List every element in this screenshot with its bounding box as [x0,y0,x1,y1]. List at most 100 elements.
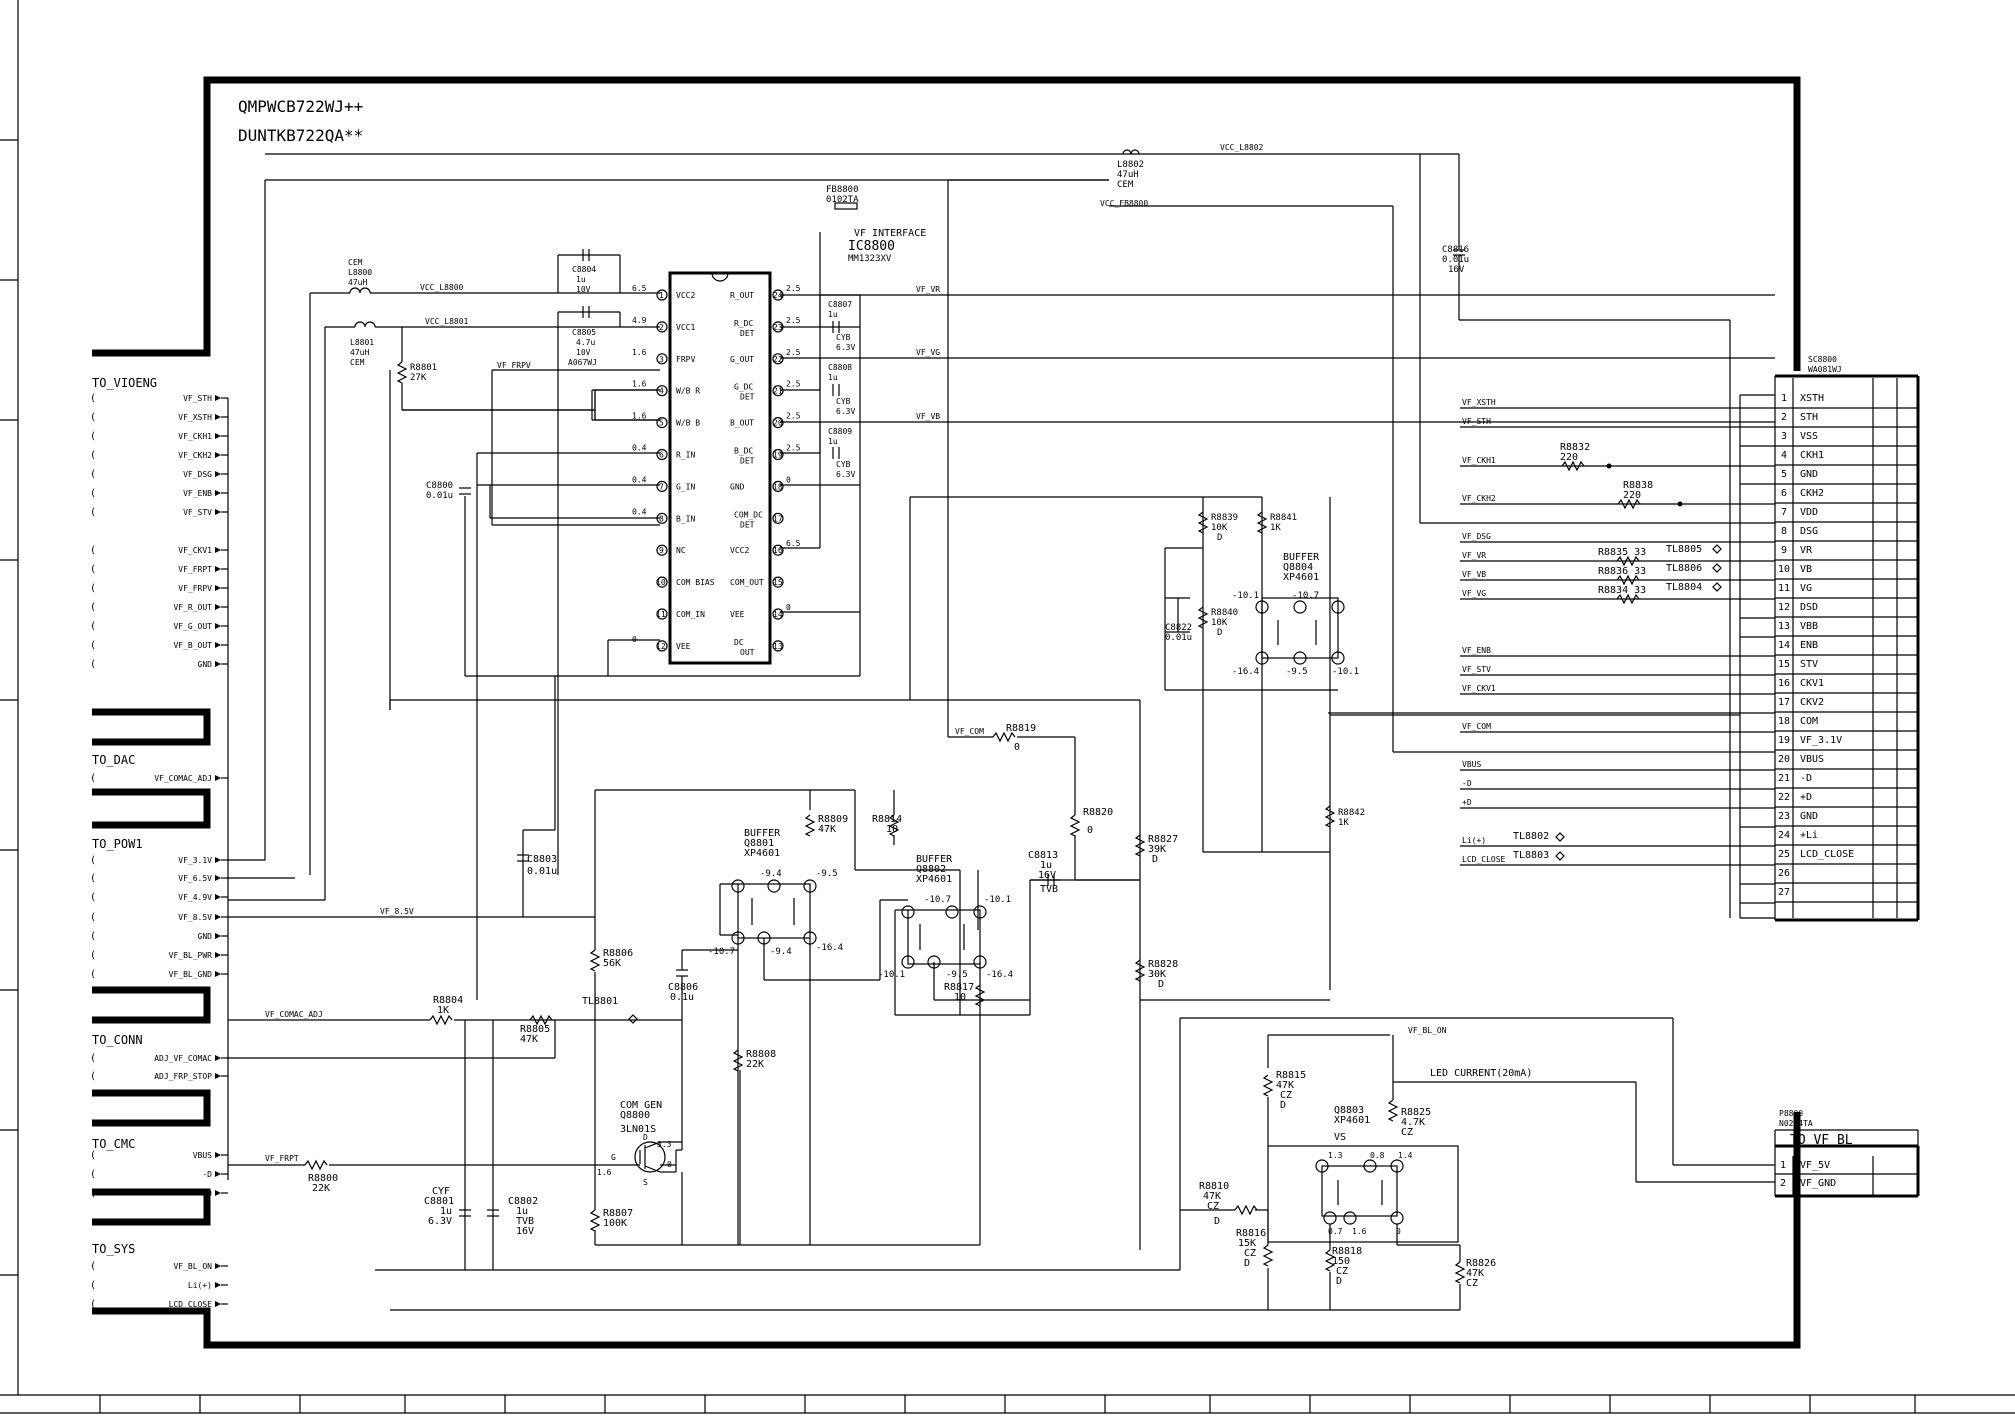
svg-text:16V: 16V [1448,265,1465,275]
svg-text:L8801: L8801 [350,338,374,347]
ic-pin-number: 7 [659,482,664,491]
ic-pin-voltage: 6.5 [632,284,647,293]
signal-label: VF_8.5V [178,913,212,922]
sc8800-pin-number: 21 [1778,773,1790,784]
r8826-resistor: R8826 47K CZ [1454,1258,1496,1289]
svg-text:R8810: R8810 [1199,1181,1229,1192]
connector-to-dac: TO_DAC(VF_COMAC_ADJ [90,753,228,784]
r8807-resistor: R8807 100K [589,1208,633,1232]
r8818-resistor: R8818 150 CZ D [1324,1246,1362,1287]
svg-text:-16.4: -16.4 [986,970,1013,980]
svg-text:(: ( [90,950,96,961]
sc8800-net-labels: VF_XSTHVF_STHVF_CKH1VF_CKH2VF_DSGVF_VRVF… [1462,398,1506,864]
svg-text:R8806: R8806 [603,948,633,959]
ic-pin-number: 1 [659,291,664,300]
svg-text:Q8801: Q8801 [744,838,774,849]
svg-text:D: D [1280,1100,1286,1111]
svg-text:10V: 10V [576,285,591,294]
ic-pin-number: 13 [773,642,783,651]
svg-text:0.01u: 0.01u [527,866,557,877]
sc8800-pin-number: 27 [1778,887,1790,898]
net-vf-frpt: VF_FRPT [265,1154,299,1163]
signal-label: +D [202,1189,212,1198]
svg-text:G: G [611,1153,616,1162]
ic-pin-number: 3 [659,355,664,364]
connector-signal: (VF_FRPV [90,583,228,594]
sc8800-pin-name: ENB [1800,640,1818,651]
signal-label: VF_CKH1 [178,432,212,441]
sc8800-pin-name: STH [1800,412,1818,423]
svg-text:R8834 33: R8834 33 [1598,585,1646,596]
svg-text:D: D [1336,1276,1342,1287]
svg-text:TVB: TVB [1040,884,1058,895]
svg-text:CYF: CYF [432,1186,450,1197]
svg-text:R8828: R8828 [1148,959,1178,970]
svg-text:D: D [1214,1216,1220,1227]
svg-text:(: ( [90,1299,96,1310]
svg-text:TL8803: TL8803 [1513,850,1549,861]
left-bus [227,398,325,1180]
ic-pin-number: 24 [773,291,783,300]
svg-text:-16.4: -16.4 [816,943,843,953]
sc8800-pin-name: GND [1800,469,1818,480]
svg-text:(: ( [90,507,96,518]
svg-text:Q8802: Q8802 [916,864,946,875]
net-vf-com: VF_COM [955,727,984,736]
svg-text:R8805: R8805 [520,1024,550,1035]
svg-text:(: ( [90,621,96,632]
svg-text:CZ: CZ [1207,1201,1219,1212]
svg-text:R8818: R8818 [1332,1246,1362,1257]
signal-label: GND [198,932,213,941]
sc8800-pin-name: DSG [1800,526,1818,537]
ic-pin-number: 23 [773,323,783,332]
svg-text:CYB: CYB [836,460,851,469]
ic-pin-voltage: 1.6 [632,380,647,389]
r8839-resistor: R8839 10K D [1197,511,1238,543]
ic-pin-voltage: 6.5 [786,539,801,548]
ic-pin-voltage: 4.9 [632,316,647,325]
sc8800-pin-number: 6 [1781,488,1787,499]
connector-signal: (ADJ_VF_COMAC [90,1053,228,1064]
svg-text:-9.4: -9.4 [770,947,792,957]
sc8800-pin-name: COM [1800,716,1818,727]
r8816-resistor: R8816 15K CZ D [1236,1228,1274,1269]
net-vf-vb: VF_VB [916,412,940,421]
sc8800-net-label: VF_CKV1 [1462,684,1496,693]
q8801-buffer: BUFFER Q8801 XP4601 -9.4 -9.5 -10.7 -9.4… [708,828,843,957]
r8817-resistor: R8817 10 [944,982,986,1007]
svg-text:27K: 27K [410,373,427,383]
svg-text:C8805: C8805 [572,328,596,337]
svg-text:1K: 1K [437,1005,449,1016]
svg-text:3.3: 3.3 [657,1140,672,1149]
ic-pin-number: 18 [773,482,783,491]
ic-pin-voltage: 2.5 [786,284,801,293]
svg-text:C8809: C8809 [828,427,852,436]
sc8800-pin-number: 9 [1781,545,1787,556]
connector-signal: (VF_G_OUT [90,621,228,632]
sc8800-pin-number: 18 [1778,716,1790,727]
svg-text:47uH: 47uH [1117,170,1139,180]
svg-text:(: ( [90,393,96,404]
sc8800-pin-number: 24 [1778,830,1790,841]
sc8800-pin-name: +D [1800,792,1812,803]
c8801-capacitor: CYF C8801 1u 6.3V [424,1186,471,1227]
connector-signal: (VF_BL_PWR [90,950,228,961]
c8809-capacitor: C8809 1u CYB 6.3V [828,427,855,479]
svg-text:TVB: TVB [516,1216,534,1227]
connector-signal: (VF_8.5V [90,912,228,923]
sc8800-pin-name: VBUS [1800,754,1824,765]
connector-signal: (VF_B_OUT [90,640,228,651]
svg-text:Q8803: Q8803 [1334,1105,1364,1116]
